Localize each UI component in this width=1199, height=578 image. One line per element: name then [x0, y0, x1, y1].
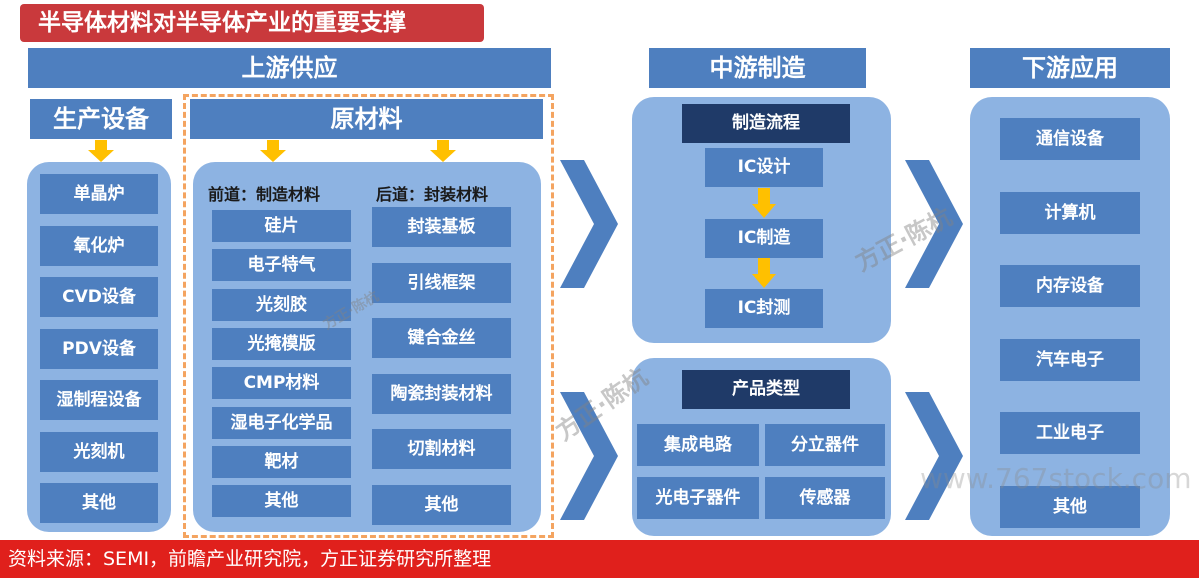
downstream-item: 通信设备: [1000, 118, 1140, 160]
materials-dashed-frame: [183, 94, 554, 538]
downstream-item: 内存设备: [1000, 265, 1140, 307]
chevron-right-icon: [905, 392, 963, 520]
process-label: 制造流程: [682, 104, 850, 143]
chevron-right-icon: [905, 160, 963, 288]
back-material-item: 其他: [372, 484, 511, 525]
page-title: 半导体材料对半导体产业的重要支撑: [20, 4, 484, 42]
chevron-right-icon: [560, 160, 618, 288]
front-material-item: 其他: [212, 485, 351, 518]
equipment-item: 湿制程设备: [40, 380, 158, 420]
down-arrow-icon: [752, 258, 776, 288]
chevron-right-icon: [560, 392, 618, 520]
product-item: 集成电路: [637, 424, 759, 466]
back-material-item: 键合金丝: [372, 318, 511, 358]
front-material-item: 硅片: [212, 210, 351, 242]
back-material-item: 封装基板: [372, 207, 511, 247]
front-materials-label: 前道：制造材料: [208, 185, 321, 204]
front-material-item: 靶材: [212, 445, 351, 478]
downstream-item: 其他: [1000, 485, 1140, 528]
downstream-panel: [970, 97, 1170, 536]
materials-header: 原材料: [190, 99, 543, 139]
midstream-header: 中游制造: [649, 48, 866, 88]
front-material-item: 光掩模版: [212, 327, 351, 360]
process-step: IC制造: [705, 219, 823, 258]
down-arrow-icon: [430, 140, 456, 162]
back-materials-label: 后道：封装材料: [376, 185, 489, 204]
upstream-header: 上游供应: [28, 48, 551, 88]
downstream-header: 下游应用: [970, 48, 1170, 88]
back-material-item: 引线框架: [372, 262, 511, 303]
front-material-item: 电子特气: [212, 249, 351, 282]
equipment-item: PDV设备: [40, 328, 158, 369]
back-material-item: 陶瓷封装材料: [372, 373, 511, 414]
down-arrow-icon: [260, 140, 286, 162]
back-material-item: 切割材料: [372, 429, 511, 469]
product-item: 分立器件: [765, 424, 885, 466]
down-arrow-icon: [752, 188, 776, 218]
source-footer: 资料来源：SEMI，前瞻产业研究院，方正证券研究所整理: [0, 540, 1199, 578]
downstream-item: 计算机: [1000, 191, 1140, 234]
front-material-item: 湿电子化学品: [212, 406, 351, 439]
product-item: 传感器: [765, 477, 885, 519]
process-step: IC封测: [705, 289, 823, 328]
downstream-item: 工业电子: [1000, 412, 1140, 454]
equipment-header: 生产设备: [30, 99, 172, 139]
equipment-item: 单晶炉: [40, 174, 158, 214]
equipment-item: CVD设备: [40, 277, 158, 317]
products-label: 产品类型: [682, 370, 850, 409]
equipment-item: 氧化炉: [40, 225, 158, 266]
down-arrow-icon: [88, 140, 114, 162]
process-step: IC设计: [705, 148, 823, 187]
watermark-url: www.767stock.com: [920, 462, 1192, 495]
front-material-item: CMP材料: [212, 367, 351, 400]
equipment-item: 光刻机: [40, 431, 158, 472]
front-material-item: 光刻胶: [212, 288, 351, 321]
equipment-item: 其他: [40, 483, 158, 523]
product-item: 光电子器件: [637, 477, 759, 519]
downstream-item: 汽车电子: [1000, 338, 1140, 381]
